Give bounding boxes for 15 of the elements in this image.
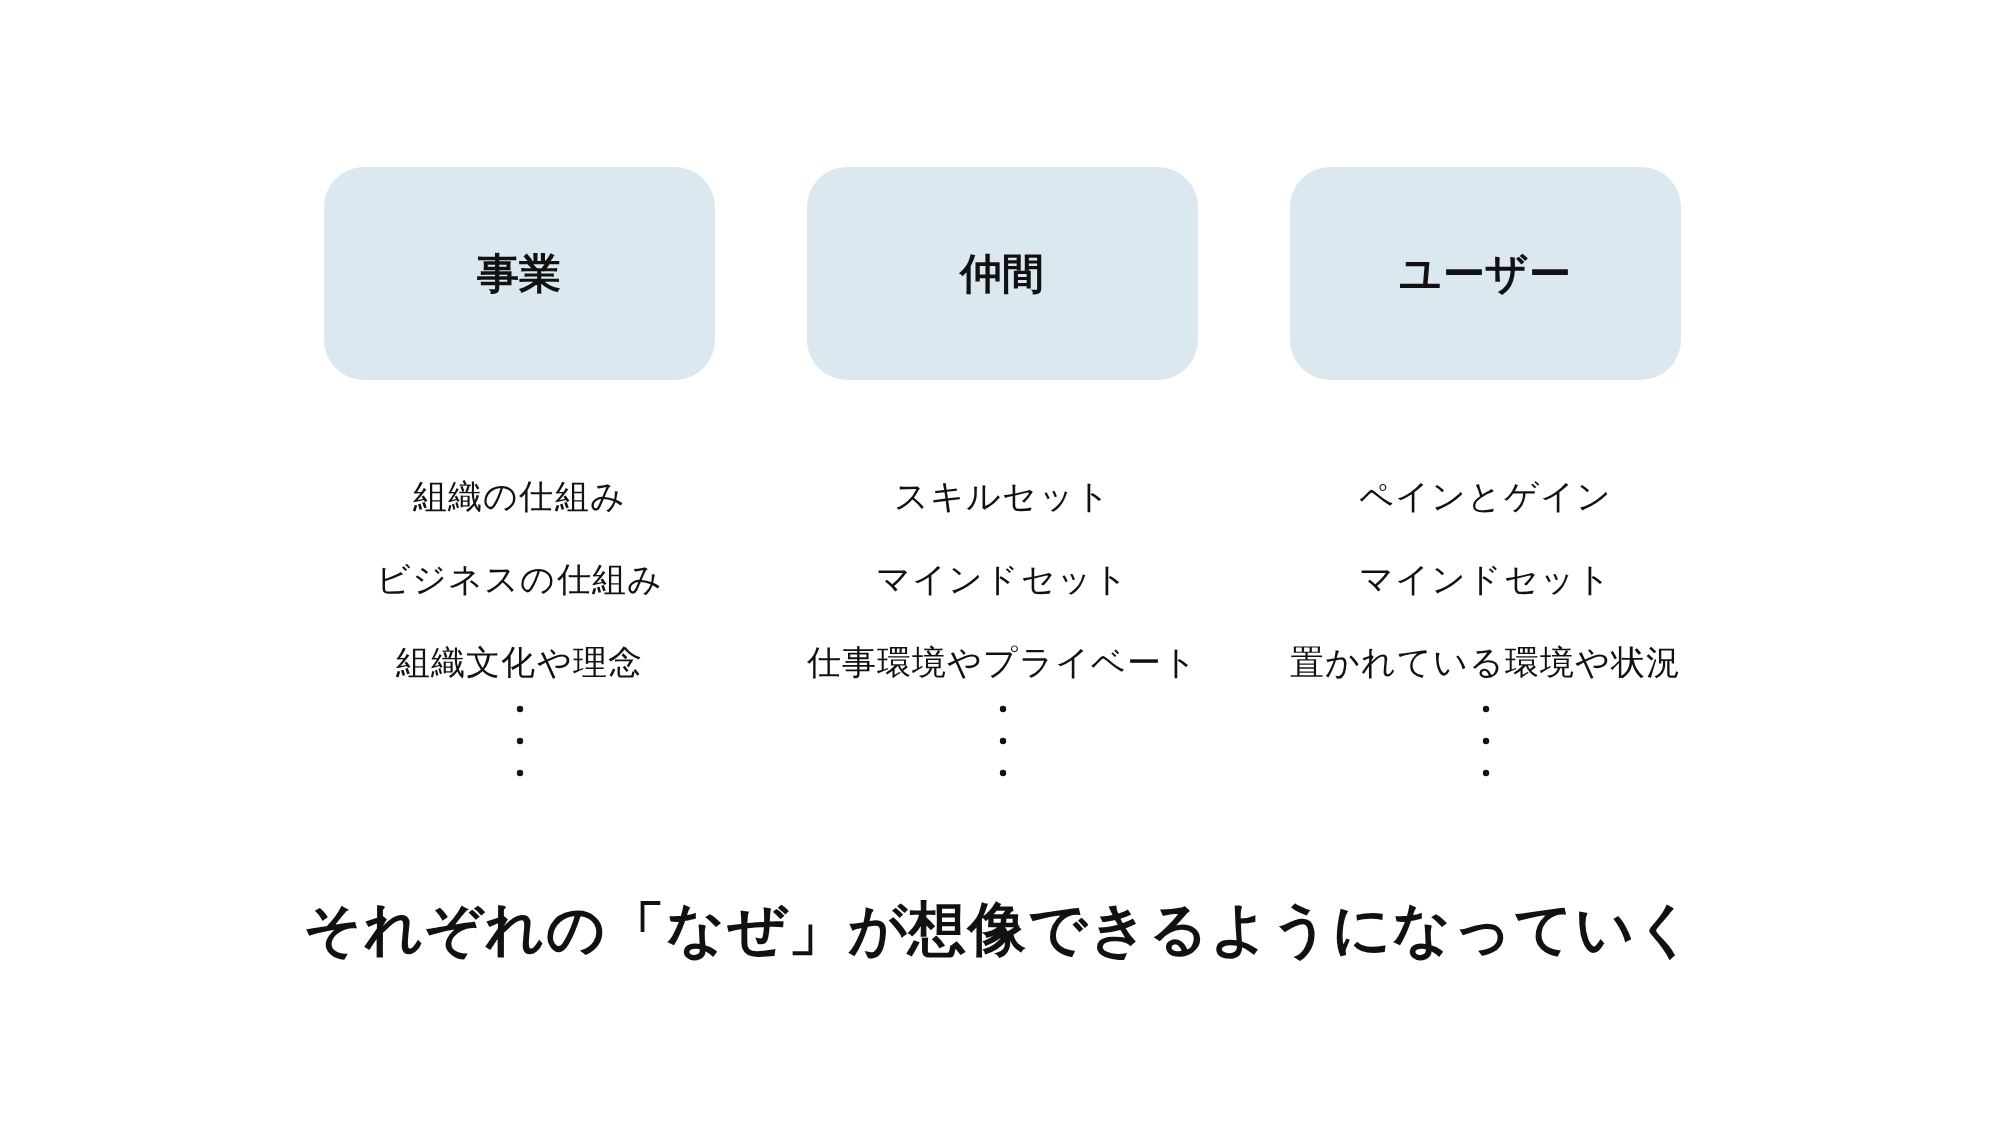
list-item-text: 仕事環境やプライベート xyxy=(806,644,1199,679)
category-label: ユーザー xyxy=(1398,252,1573,295)
list-item-text: 組織の仕組み xyxy=(413,478,626,513)
list-item-text: マインドセット xyxy=(1359,561,1612,596)
category-box xyxy=(807,167,1198,380)
category-box xyxy=(1290,167,1681,380)
list-item-text: ビジネスの仕組み xyxy=(376,561,663,596)
category-box xyxy=(324,167,715,380)
category-label: 事業 xyxy=(476,252,563,295)
list-item-text: ペインとゲイン xyxy=(1359,478,1612,513)
list-item-text: 組織文化や理念 xyxy=(396,644,643,679)
list-item-text: 置かれている環境や状況 xyxy=(1289,644,1682,679)
list-item-text: スキルセット xyxy=(894,478,1111,513)
category-label: 仲間 xyxy=(959,252,1046,295)
list-item-text: マインドセット xyxy=(876,561,1129,596)
